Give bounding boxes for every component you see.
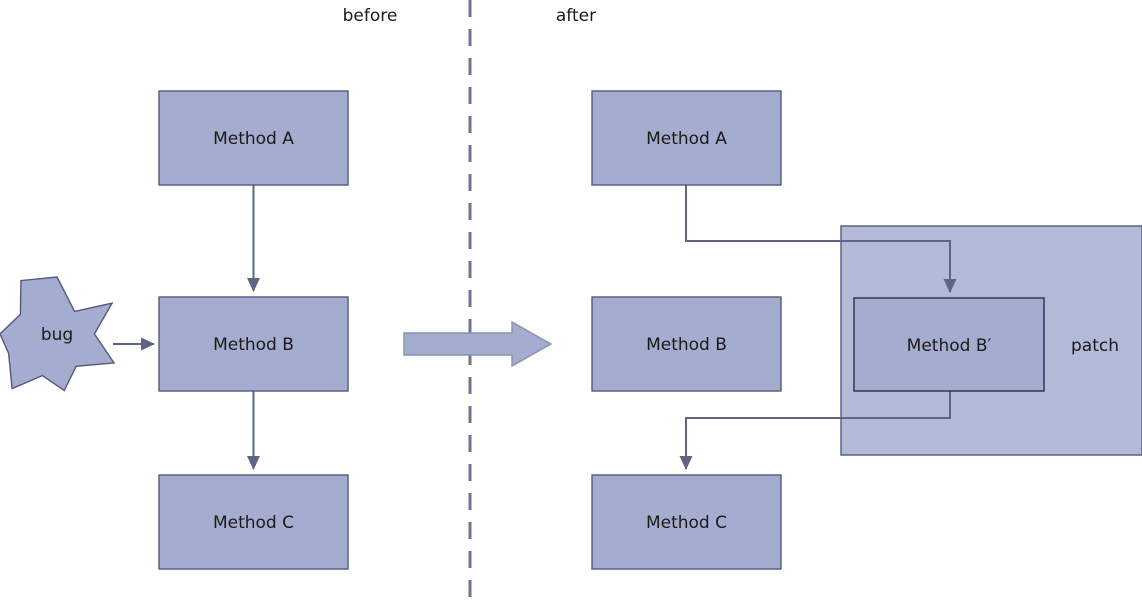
node-label: Method C	[646, 513, 727, 533]
node-after-method-b[interactable]: Method B	[591, 296, 782, 392]
after-panel: patch Method A Method B Method C	[591, 90, 1142, 570]
before-panel: bug Method A Method B Method C	[0, 90, 349, 570]
node-box	[591, 90, 782, 186]
node-label: Method C	[213, 513, 294, 533]
node-after-method-c[interactable]: Method C	[591, 474, 782, 570]
node-label: Method A	[646, 129, 727, 149]
node-box	[158, 474, 349, 570]
transition-arrow-icon	[403, 320, 553, 368]
node-label: Method A	[213, 129, 294, 149]
node-box	[591, 296, 782, 392]
bug-star-icon	[0, 276, 116, 392]
edge-after-method-b-prime-to-method-c	[679, 391, 951, 470]
node-label: Method B	[213, 335, 294, 355]
node-box	[591, 474, 782, 570]
node-box	[158, 90, 349, 186]
node-after-method-b-prime[interactable]: Method B′	[853, 297, 1045, 392]
node-before-method-b[interactable]: Method B	[158, 296, 349, 392]
bug-node[interactable]: bug	[0, 276, 116, 392]
node-box	[853, 297, 1045, 392]
node-before-method-c[interactable]: Method C	[158, 474, 349, 570]
header-before: before	[343, 6, 398, 26]
patch-label: patch	[1071, 336, 1119, 356]
node-label: Method B′	[907, 336, 992, 356]
header-after: after	[556, 6, 596, 26]
edge-after-method-a-to-method-b-prime	[685, 185, 957, 293]
bug-label: bug	[41, 325, 73, 345]
node-before-method-a[interactable]: Method A	[158, 90, 349, 186]
node-label: Method B	[646, 335, 727, 355]
node-after-method-a[interactable]: Method A	[591, 90, 782, 186]
node-box	[158, 296, 349, 392]
